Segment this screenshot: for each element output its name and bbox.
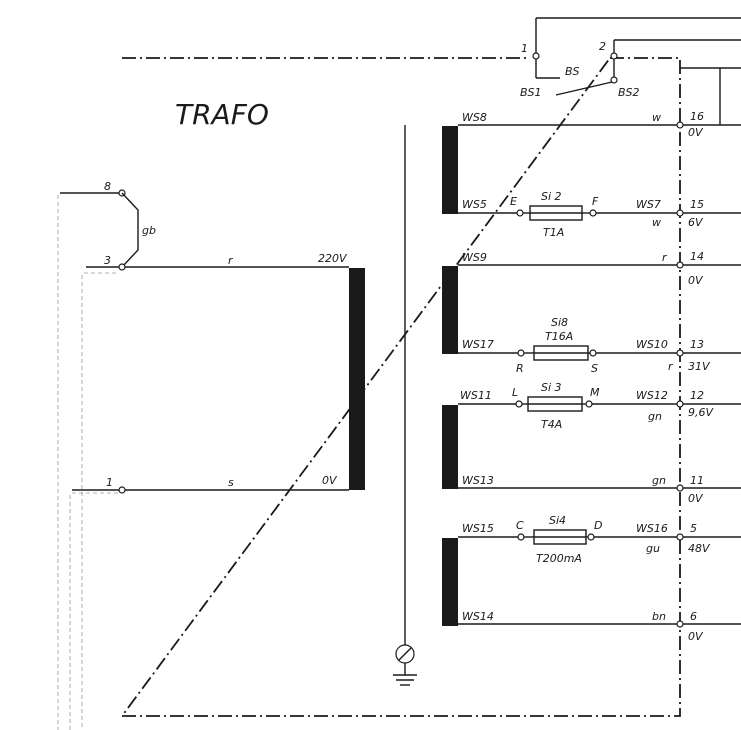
- wire-r-1: r: [662, 251, 668, 264]
- ws5-label: WS5: [462, 198, 487, 211]
- wire-w-2: w: [652, 216, 661, 229]
- pin-11: [676, 484, 684, 492]
- fuse-si4-label: Si4: [549, 514, 566, 527]
- switch-pole-1-label: BS1: [520, 86, 542, 99]
- pin-5: [676, 533, 684, 541]
- primary-wire-r: r: [228, 254, 234, 267]
- ws14-label: WS14: [462, 610, 494, 623]
- secondary-winding-3: [442, 405, 458, 489]
- fuse-l-label: L: [512, 386, 518, 399]
- pin-11-label: 11: [690, 474, 704, 487]
- voltage-0v-14: 0V: [688, 274, 704, 287]
- primary-pin-1: [118, 486, 126, 494]
- wire-r-2: r: [668, 360, 674, 373]
- switch-contact-2-label: 2: [599, 40, 606, 53]
- primary-winding-bar: [349, 268, 365, 490]
- fuse-si8-label: Si8: [551, 316, 568, 329]
- switch-pole-bs2: [610, 76, 618, 84]
- ws8-label: WS8: [462, 111, 487, 124]
- pin-16: [676, 121, 684, 129]
- secondary-group-4: WS15 C D Si4 T200mA WS16 gu 5 48V WS14 b…: [442, 514, 741, 643]
- pin-12-label: 12: [690, 389, 704, 402]
- fuse-r-label: R: [516, 362, 524, 375]
- primary-pin-8-label: 8: [104, 180, 111, 193]
- voltage-6v: 6V: [688, 216, 704, 229]
- module-boundary: [120, 57, 681, 717]
- secondary-winding-1: [442, 126, 458, 214]
- pin-14: [676, 261, 684, 269]
- ws9-label: WS9: [462, 251, 487, 264]
- secondary-group-3: WS11 L M Si 3 T4A WS12 gn 12 9,6V WS13 g…: [442, 381, 741, 505]
- fuse-si3-label: Si 3: [541, 381, 562, 394]
- title: TRAFO: [175, 98, 269, 131]
- ws11-label: WS11: [460, 389, 492, 402]
- ws7-label: WS7: [636, 198, 661, 211]
- fuse-s-label: S: [591, 362, 598, 375]
- fuse-t200ma-label: T200mA: [536, 552, 582, 565]
- pin-13: [676, 349, 684, 357]
- ws16-label: WS16: [636, 522, 668, 535]
- primary-wire-s: s: [228, 476, 234, 489]
- voltage-0v-11: 0V: [688, 492, 704, 505]
- pin-13-label: 13: [690, 338, 704, 351]
- switch-contact-1: [532, 52, 540, 60]
- secondary-winding-2: [442, 266, 458, 354]
- pin-16-label: 16: [690, 110, 704, 123]
- switch-contact-2: [610, 52, 618, 60]
- faint-background-lines: [57, 192, 118, 730]
- fuse-m-label: M: [590, 386, 600, 399]
- wire-gu: gu: [646, 542, 660, 555]
- pin-14-label: 14: [690, 250, 704, 263]
- switch-contact-1-label: 1: [521, 42, 528, 55]
- primary-pin-1-label: 1: [106, 476, 113, 489]
- secondary-group-2: WS9 r 14 0V WS17 R S Si8 T16A WS10 r 13 …: [442, 250, 741, 375]
- ground-icon: [393, 663, 417, 686]
- wire-gn-1: gn: [648, 410, 662, 423]
- pin-6-label: 6: [690, 610, 697, 623]
- ws13-label: WS13: [462, 474, 494, 487]
- ws15-label: WS15: [462, 522, 494, 535]
- pin-6: [676, 620, 684, 628]
- bridge-label: gb: [142, 224, 156, 237]
- secondary-group-1: WS8 w 16 0V WS5 E F Si 2 T1A WS7 w 15 6V: [442, 110, 741, 239]
- primary-pin-3-label: 3: [104, 254, 111, 267]
- pin-5-label: 5: [690, 522, 697, 535]
- pin-15-label: 15: [690, 198, 704, 211]
- wire-gn-2: gn: [652, 474, 666, 487]
- core-ground: [393, 125, 417, 686]
- ws12-label: WS12: [636, 389, 668, 402]
- primary-winding: 8 gb 3 r 220V 1 s 0V: [60, 180, 365, 494]
- pin-15: [676, 209, 684, 217]
- voltage-9-6v: 9,6V: [688, 406, 714, 419]
- primary-voltage-220: 220V: [318, 252, 348, 265]
- wire-bn: bn: [652, 610, 666, 623]
- fuse-d-label: D: [594, 519, 602, 532]
- switch-bs: 1 2 BS BS1 BS2: [520, 17, 741, 125]
- switch-label: BS: [565, 65, 580, 78]
- voltage-48v: 48V: [688, 542, 711, 555]
- fuse-e-label: E: [510, 195, 517, 208]
- fuse-f-label: F: [592, 195, 599, 208]
- voltage-0v-6: 0V: [688, 630, 704, 643]
- ws10-label: WS10: [636, 338, 668, 351]
- fuse-c-label: C: [516, 519, 524, 532]
- voltage-31v: 31V: [688, 360, 711, 373]
- primary-voltage-0: 0V: [322, 474, 338, 487]
- pin-12: [676, 400, 684, 408]
- voltage-0v-16: 0V: [688, 126, 704, 139]
- fuse-t16a-label: T16A: [545, 330, 573, 343]
- ws17-label: WS17: [462, 338, 494, 351]
- fuse-t1a-label: T1A: [543, 226, 564, 239]
- secondary-winding-4: [442, 538, 458, 626]
- wire-w-1: w: [652, 111, 661, 124]
- switch-pole-2-label: BS2: [618, 86, 640, 99]
- fuse-si2-label: Si 2: [541, 190, 562, 203]
- primary-pin-3: [118, 263, 126, 271]
- fuse-t4a-label: T4A: [541, 418, 562, 431]
